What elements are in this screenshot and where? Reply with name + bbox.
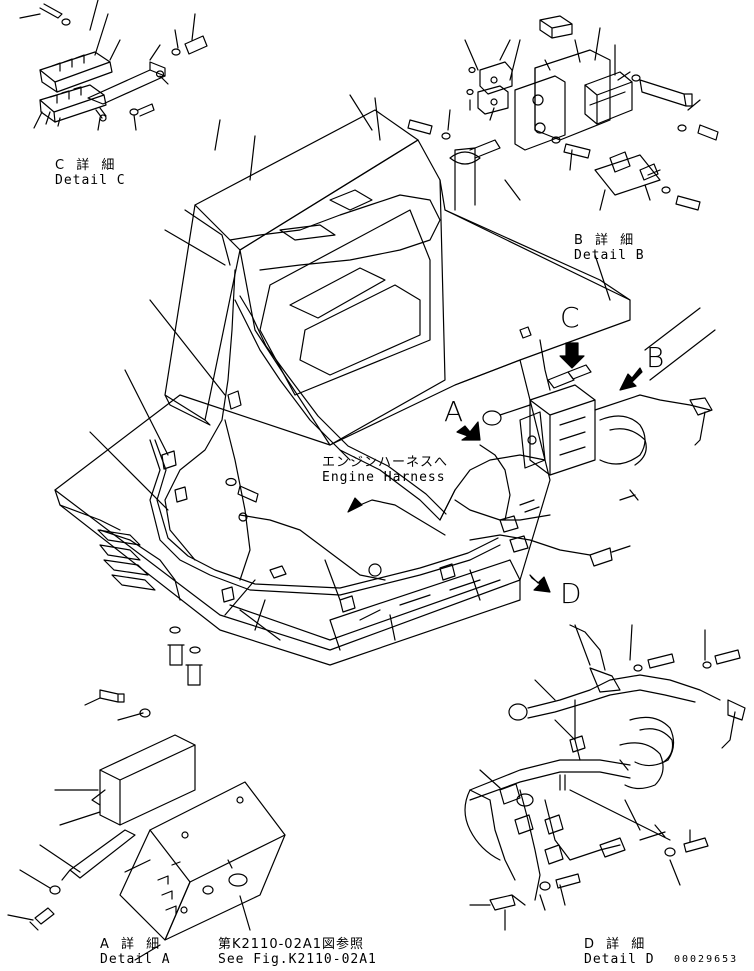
see-figure-label: 第K2110-02A1図参照 See Fig.K2110-02A1 <box>218 937 377 967</box>
detail-c-drawing <box>20 0 207 130</box>
engine-harness-label-jp: エンジンハーネスへ <box>322 455 449 470</box>
arrow-b-icon <box>620 368 642 390</box>
detail-c-label: C 詳 細 Detail C <box>55 158 126 188</box>
detail-b-label-jp: B 詳 細 <box>574 233 638 248</box>
see-figure-label-jp: 第K2110-02A1図参照 <box>218 937 365 952</box>
detail-b-label-en: Detail B <box>574 248 645 263</box>
view-letter-d: D <box>560 577 582 610</box>
detail-d-label: D 詳 細 Detail D <box>584 937 655 967</box>
main-cab-drawing <box>55 95 715 685</box>
detail-a-drawing <box>8 690 285 960</box>
view-letter-b: B <box>646 341 665 374</box>
view-arrows <box>457 343 642 592</box>
view-letter-c: C <box>560 301 580 334</box>
detail-b-drawing <box>408 16 718 210</box>
detail-c-label-en: Detail C <box>55 173 126 188</box>
document-number: 00029653 <box>674 954 739 965</box>
engine-harness-label-en: Engine Harness <box>322 470 446 485</box>
engine-harness-label: エンジンハーネスへ Engine Harness <box>322 455 448 485</box>
arrow-a-icon <box>457 422 480 440</box>
detail-a-label-jp: A 詳 細 <box>100 937 164 952</box>
detail-d-label-en: Detail D <box>584 952 655 967</box>
arrow-d-icon <box>530 575 550 592</box>
detail-d-label-jp: D 詳 細 <box>584 937 649 952</box>
detail-b-label: B 詳 細 Detail B <box>574 233 645 263</box>
detail-d-drawing <box>465 625 745 930</box>
detail-a-label: A 詳 細 Detail A <box>100 937 171 967</box>
detail-a-label-en: Detail A <box>100 952 171 967</box>
view-letter-a: A <box>444 395 464 428</box>
arrow-c-icon <box>560 343 584 368</box>
detail-c-label-jp: C 詳 細 <box>55 158 119 173</box>
see-figure-label-en: See Fig.K2110-02A1 <box>218 952 377 967</box>
